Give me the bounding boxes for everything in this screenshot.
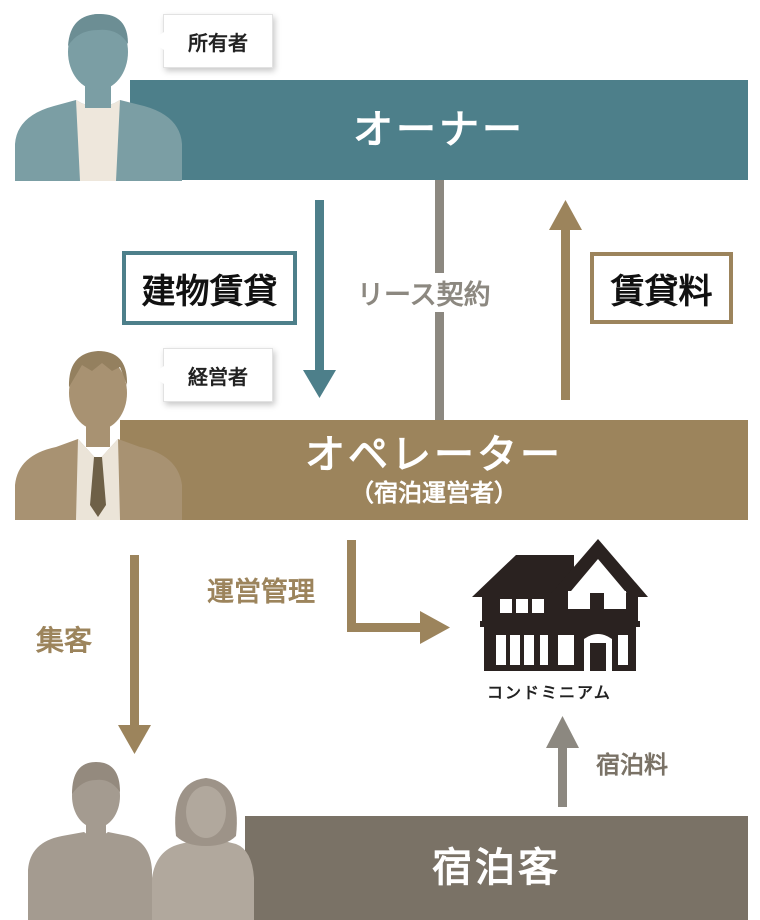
owner-title: オーナー <box>353 106 525 153</box>
building-lease-arrow <box>303 200 336 398</box>
operator-subtitle: （宿泊運営者） <box>350 477 518 507</box>
operator-title: オペレーター <box>305 430 563 478</box>
rent-arrow <box>549 200 582 400</box>
house-icon <box>472 539 648 671</box>
operator-person-icon <box>15 351 182 520</box>
management-arrow <box>347 540 450 644</box>
operator-role-bubble: 経営者 <box>151 348 273 402</box>
customer-acquisition-arrow <box>118 555 151 754</box>
guest-man-icon <box>28 762 152 920</box>
guest-people-icon <box>28 762 254 920</box>
lease-contract-label: リース契約 <box>353 273 495 312</box>
management-label: 運営管理 <box>207 577 315 608</box>
condominium-label: コンドミニアム <box>487 683 612 702</box>
rent-label: 賃貸料 <box>590 252 733 324</box>
customer-acquisition-label: 集客 <box>36 624 93 657</box>
stay-fee-arrow <box>546 716 579 807</box>
owner-role-bubble: 所有者 <box>151 14 273 68</box>
stay-fee-label: 宿泊料 <box>596 750 668 779</box>
guest-woman-icon <box>152 778 254 920</box>
guest-band: 宿泊客 <box>245 816 748 920</box>
guest-title: 宿泊客 <box>432 844 561 891</box>
operator-band: オペレーター （宿泊運営者） <box>120 420 748 520</box>
owner-person-icon <box>15 14 182 181</box>
owner-band: オーナー <box>130 80 748 180</box>
building-lease-label: 建物賃貸 <box>122 251 297 325</box>
